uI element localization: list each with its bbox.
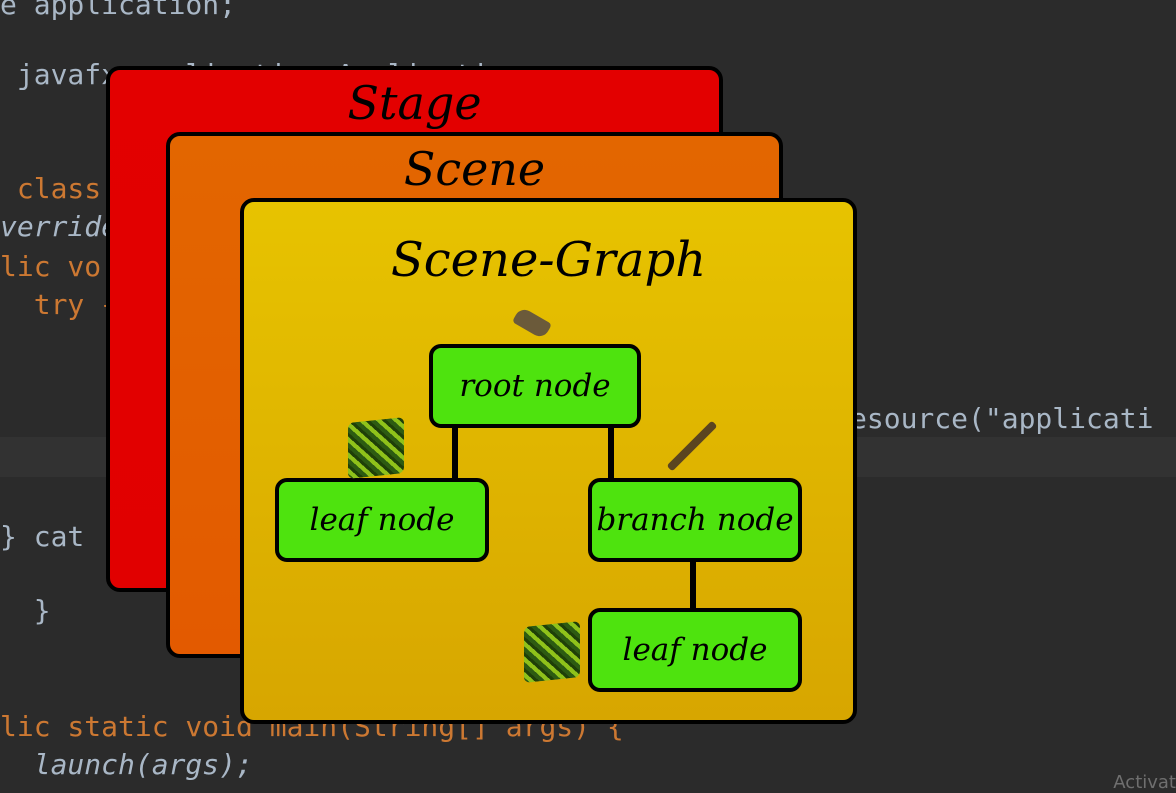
code-line: lic vo: [0, 250, 102, 283]
code-line: class: [0, 172, 102, 205]
leaf-block-icon: [524, 621, 580, 683]
scene-title: Scene: [403, 142, 546, 196]
root-node: root node: [429, 344, 641, 428]
edge-root-leaf: [452, 424, 458, 480]
scene-graph-title: Scene-Graph: [390, 232, 707, 288]
stick-icon: [666, 420, 718, 472]
code-line: }: [0, 594, 51, 627]
stick-icon: [511, 306, 553, 340]
code-line-resource: esource("applicati: [850, 402, 1154, 435]
leaf-block-icon: [348, 417, 404, 479]
stage-title: Stage: [347, 76, 482, 130]
edge-root-branch: [608, 424, 614, 480]
leaf-node-left: leaf node: [275, 478, 489, 562]
code-line: } cat: [0, 520, 85, 553]
edge-branch-leaf: [690, 560, 696, 610]
code-line: verride: [0, 210, 119, 243]
code-line: try {: [0, 288, 119, 321]
branch-node: branch node: [588, 478, 802, 562]
activation-watermark: Activat: [1113, 772, 1176, 793]
scene-graph-panel: Scene-Graph root node leaf node branch n…: [240, 198, 857, 724]
leaf-node-bottom: leaf node: [588, 608, 802, 692]
code-line: launch(args);: [0, 748, 253, 781]
code-line: e application;: [0, 0, 237, 21]
